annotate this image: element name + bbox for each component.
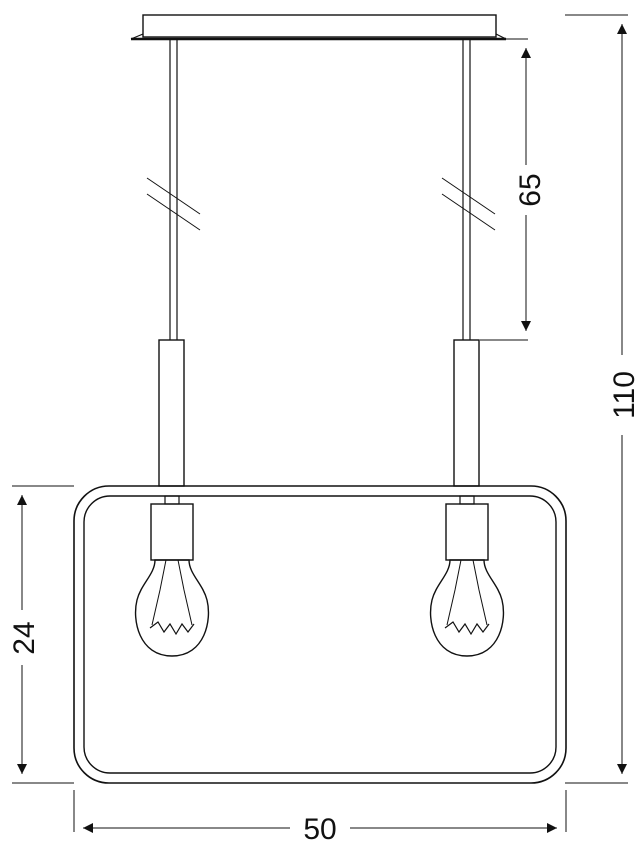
dimension-total-height: 110 [565, 14, 641, 784]
right-bulb-holder [445, 495, 489, 561]
left-cable [146, 39, 201, 340]
dimension-label-50: 50 [303, 813, 336, 846]
ceiling-canopy [130, 14, 507, 41]
dimension-label-110: 110 [608, 371, 641, 419]
dimension-frame-width: 50 [73, 790, 567, 846]
left-bulb [134, 559, 210, 657]
right-cable [441, 39, 496, 340]
right-bulb [429, 559, 505, 657]
left-tube [158, 339, 185, 487]
left-bulb-holder [150, 495, 194, 561]
right-tube [453, 339, 480, 487]
dimension-cable-length: 65 [480, 38, 547, 341]
dimension-frame-height: 24 [8, 485, 74, 784]
dimension-label-24: 24 [8, 621, 41, 654]
dimension-label-65: 65 [514, 173, 547, 206]
rectangular-frame [73, 485, 567, 784]
